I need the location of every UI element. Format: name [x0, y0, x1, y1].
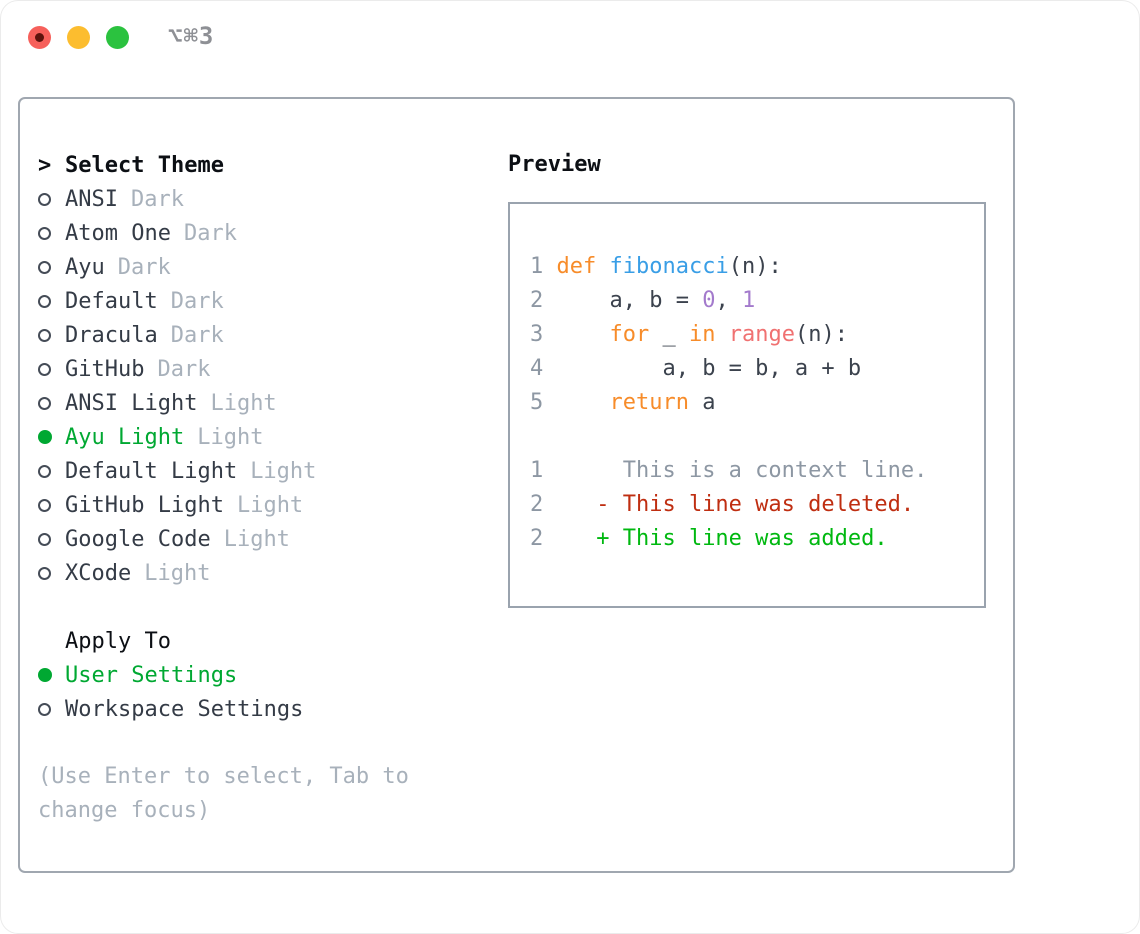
theme-variant: Dark: [130, 186, 184, 212]
radio-icon: [38, 464, 65, 478]
hint-text: (Use Enter to select, Tab to change focu…: [38, 764, 409, 823]
line-number: 1: [530, 254, 557, 279]
theme-row-ayu-dark[interactable]: Ayu Dark: [38, 250, 478, 284]
line-number: 2: [530, 288, 557, 313]
titlebar: ⌥⌘3: [0, 0, 1140, 74]
theme-variant: Dark: [157, 356, 211, 382]
theme-variant: Dark: [117, 254, 171, 280]
theme-name: GitHub: [65, 356, 145, 382]
radio-icon: [38, 260, 65, 274]
theme-row-ansi-dark[interactable]: ANSI Dark: [38, 182, 478, 216]
theme-list-header: > Select Theme: [38, 148, 478, 182]
code-line-3: 3 for _ in range(n):: [530, 322, 848, 347]
code-line-1: 1 def fibonacci(n):: [530, 254, 782, 279]
apply-to-header: Apply To: [38, 624, 478, 658]
preview-box: 1 def fibonacci(n): 2 a, b = 0, 1 3 for …: [508, 202, 986, 608]
theme-name: ANSI: [65, 186, 118, 212]
close-button[interactable]: [28, 26, 51, 49]
code-line-2: 2 a, b = 0, 1: [530, 288, 756, 313]
theme-list-header-label: Select Theme: [65, 152, 224, 178]
apply-option-user-settings[interactable]: User Settings: [38, 658, 478, 692]
diff-deleted-line: 2 - This line was deleted.: [530, 492, 915, 517]
minimize-button[interactable]: [67, 26, 90, 49]
theme-row-github-dark[interactable]: GitHub Dark: [38, 352, 478, 386]
theme-variant: Light: [250, 458, 317, 484]
theme-name: GitHub Light: [65, 492, 224, 518]
apply-option-workspace-settings[interactable]: Workspace Settings: [38, 692, 478, 726]
radio-icon: [38, 498, 65, 512]
focus-cursor-icon: >: [38, 152, 52, 178]
theme-row-github-light[interactable]: GitHub Light Light: [38, 488, 478, 522]
theme-name: Ayu: [65, 254, 105, 280]
radio-icon: [38, 396, 65, 410]
radio-icon: [38, 192, 65, 206]
code-line-4: 4 a, b = b, a + b: [530, 356, 862, 381]
radio-icon: [38, 294, 65, 308]
theme-name: XCode: [65, 560, 132, 586]
radio-icon: [38, 226, 65, 240]
preview-title: Preview: [508, 152, 601, 177]
line-number: 4: [530, 356, 557, 381]
radio-icon: [38, 532, 65, 546]
theme-variant: Dark: [183, 220, 237, 246]
theme-variant: Light: [197, 424, 264, 450]
line-number: 2: [530, 492, 544, 517]
code-line-5: 5 return a: [530, 390, 716, 415]
diff-context-line: 1 This is a context line.: [530, 458, 928, 483]
radio-icon: [38, 328, 65, 342]
radio-icon: [38, 702, 65, 716]
theme-row-xcode[interactable]: XCode Light: [38, 556, 478, 590]
selected-radio-icon: [38, 668, 65, 682]
theme-variant: Light: [144, 560, 211, 586]
theme-name: Atom One: [65, 220, 171, 246]
theme-name: Ayu Light: [65, 424, 185, 450]
radio-icon: [38, 566, 65, 580]
line-number: 3: [530, 322, 557, 347]
theme-name: Google Code: [65, 526, 211, 552]
theme-variant: Light: [210, 390, 277, 416]
theme-row-atom-one-dark[interactable]: Atom One Dark: [38, 216, 478, 250]
theme-name: ANSI Light: [65, 390, 198, 416]
line-number: 5: [530, 390, 557, 415]
zoom-button[interactable]: [106, 26, 129, 49]
theme-row-ansi-light[interactable]: ANSI Light Light: [38, 386, 478, 420]
window-title: ⌥⌘3: [168, 22, 215, 50]
theme-row-dracula-dark[interactable]: Dracula Dark: [38, 318, 478, 352]
theme-variant: Light: [236, 492, 304, 518]
theme-row-default-light[interactable]: Default Light Light: [38, 454, 478, 488]
theme-name: Dracula: [65, 322, 158, 348]
theme-variant: Dark: [170, 322, 224, 348]
theme-variant: Light: [223, 526, 290, 552]
theme-row-default-dark[interactable]: Default Dark: [38, 284, 478, 318]
theme-row-google-code[interactable]: Google Code Light: [38, 522, 478, 556]
theme-variant: Dark: [170, 288, 224, 314]
theme-name: Default: [65, 288, 158, 314]
apply-to-label: Apply To: [65, 628, 171, 654]
diff-added-line: 2 + This line was added.: [530, 526, 888, 551]
radio-icon: [38, 362, 65, 376]
line-number: 2: [530, 526, 544, 551]
theme-row-ayu-light-selected[interactable]: Ayu Light Light: [38, 420, 478, 454]
apply-option-label: User Settings: [65, 662, 238, 688]
theme-name: Default Light: [65, 458, 238, 484]
line-number: 1: [530, 458, 544, 483]
apply-option-label: Workspace Settings: [65, 696, 304, 722]
theme-list: > Select Theme ANSI Dark Atom One Dark A…: [38, 148, 478, 828]
selected-radio-icon: [38, 430, 65, 444]
